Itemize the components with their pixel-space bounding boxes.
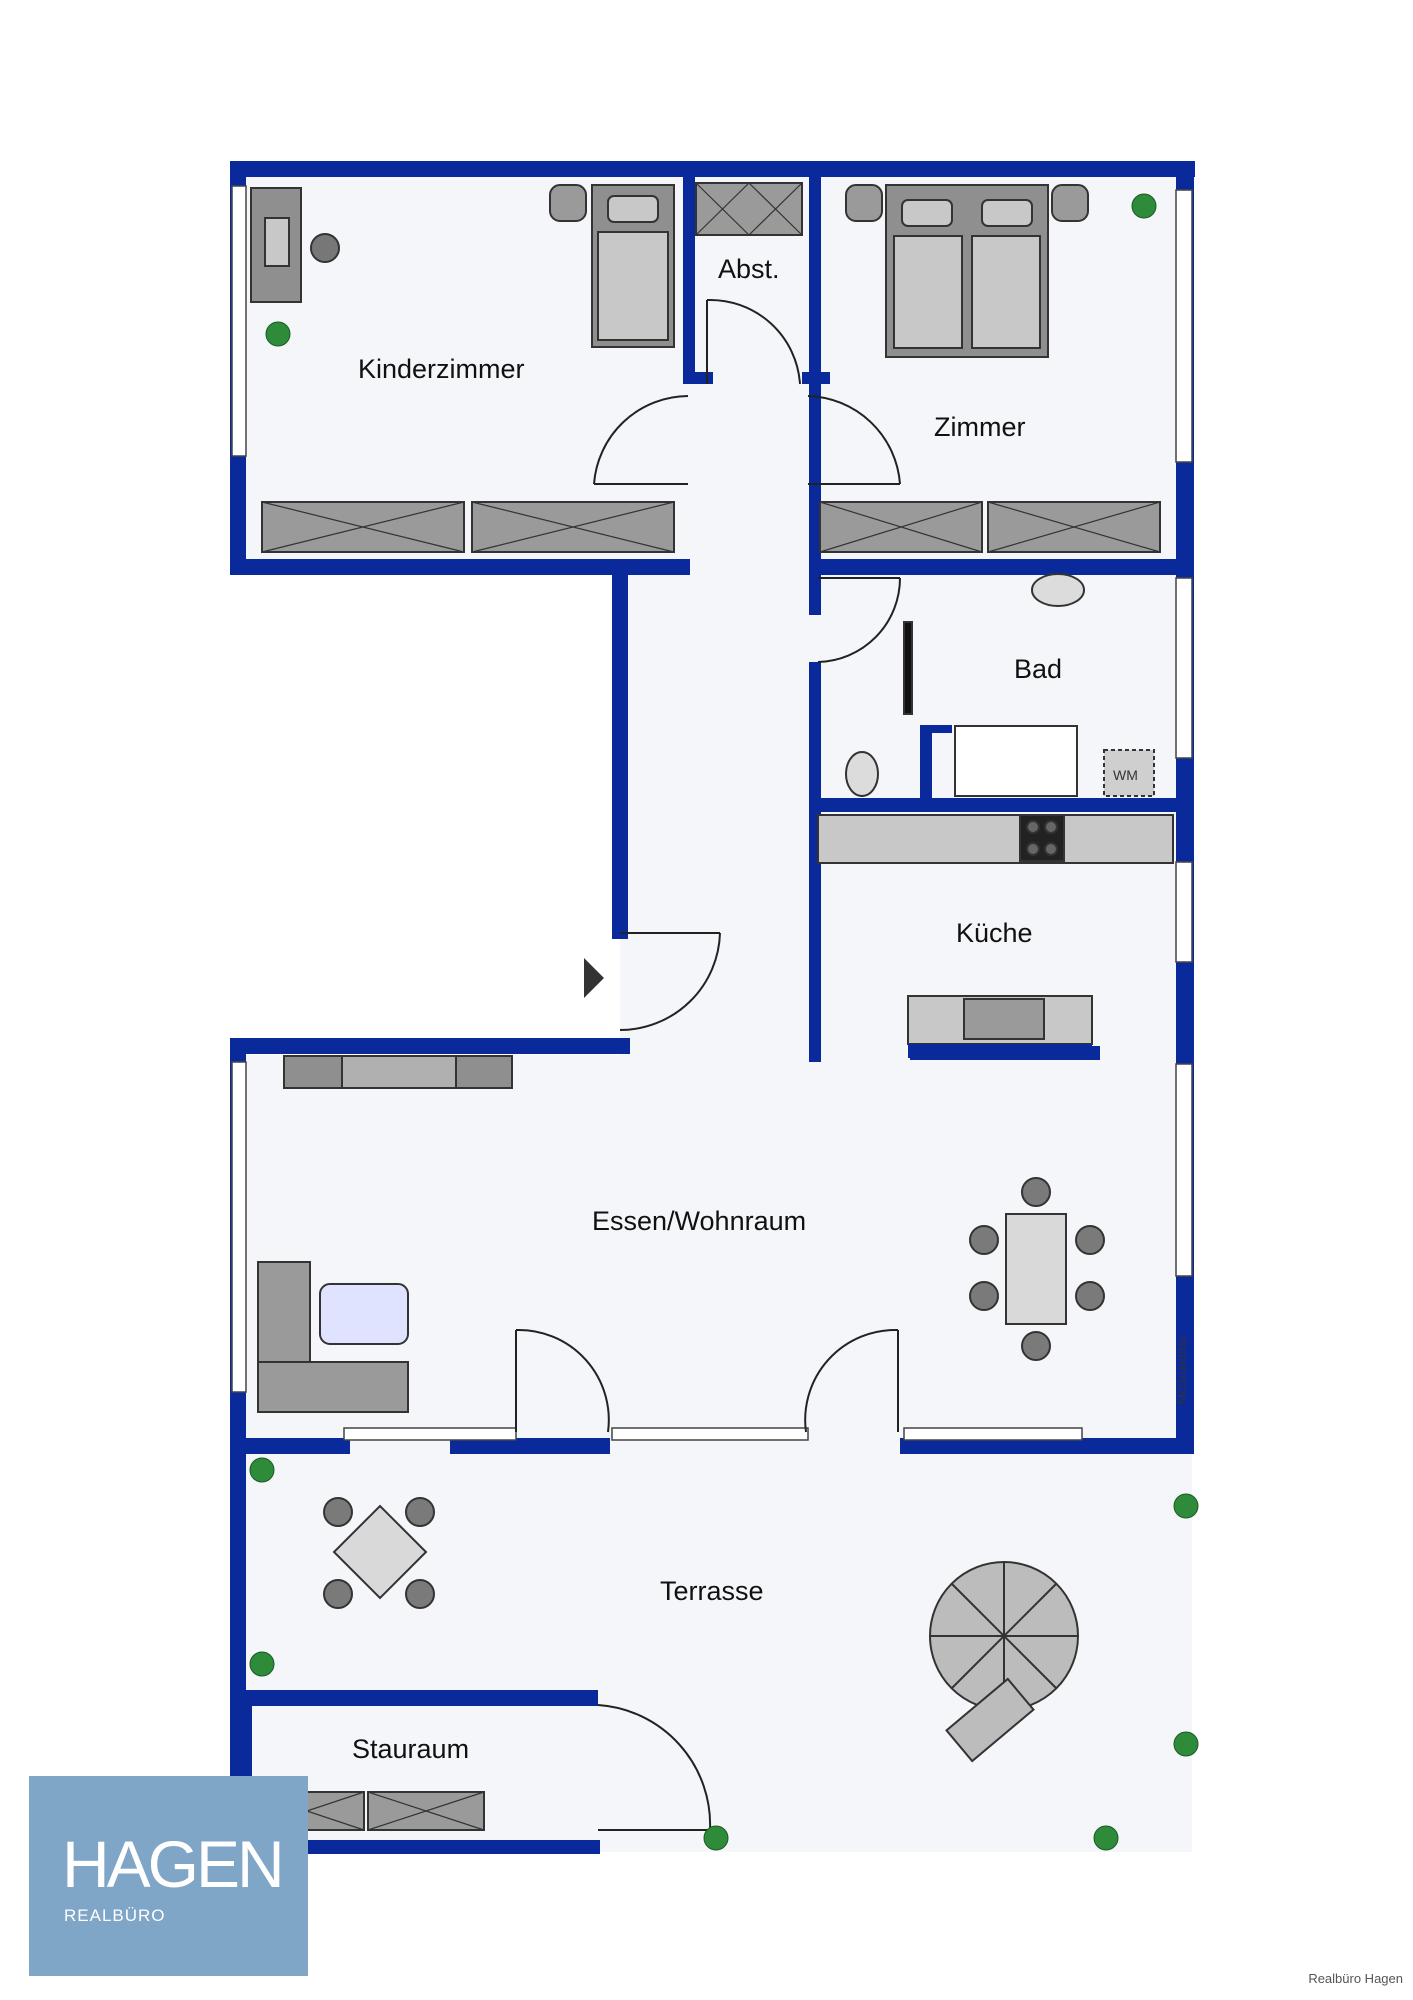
desk bbox=[250, 187, 302, 303]
appliance-label: WM bbox=[1113, 767, 1138, 783]
room-label-kueche: Küche bbox=[956, 918, 1033, 948]
entrance-arrow-icon bbox=[584, 958, 604, 998]
room-label-kinderzimmer: Kinderzimmer bbox=[358, 354, 525, 384]
room-label-wohnraum: Essen/Wohnraum bbox=[592, 1206, 806, 1236]
beds bbox=[549, 184, 1089, 358]
dining-chairs bbox=[969, 1177, 1105, 1361]
bathroom-fixtures bbox=[845, 573, 1155, 797]
doors bbox=[515, 298, 901, 1831]
plan-watermark: McGrundriss bbox=[1175, 1336, 1189, 1404]
room-label-terrasse: Terrasse bbox=[660, 1576, 764, 1606]
windows bbox=[231, 185, 1193, 1441]
credit-text: Realbüro Hagen bbox=[1308, 1971, 1403, 1986]
living-furniture bbox=[257, 1055, 1067, 1413]
desk-chair-icon bbox=[310, 233, 340, 263]
kitchen bbox=[817, 814, 1174, 1058]
logo-name: HAGEN bbox=[62, 1827, 285, 1901]
logo-subtitle: REALBÜRO bbox=[64, 1906, 166, 1925]
room-label-zimmer: Zimmer bbox=[934, 412, 1025, 442]
room-label-bad: Bad bbox=[1014, 654, 1062, 684]
room-label-stauraum: Stauraum bbox=[352, 1734, 469, 1764]
plants bbox=[249, 193, 1199, 1851]
room-label-abst: Abst. bbox=[718, 254, 780, 284]
company-logo: HAGEN REALBÜRO bbox=[29, 1776, 308, 1976]
terrace-furniture bbox=[323, 1497, 1079, 1763]
